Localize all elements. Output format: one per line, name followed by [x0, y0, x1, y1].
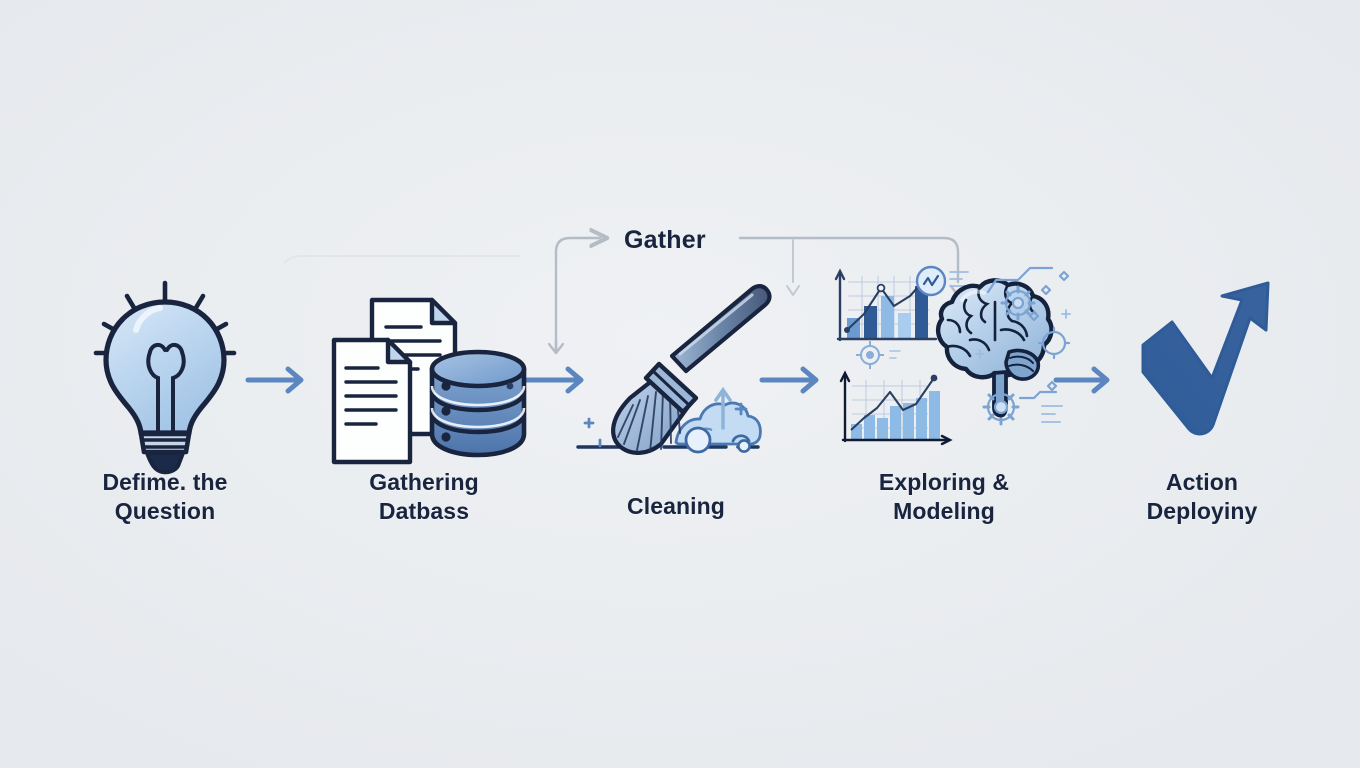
step-label-cleaning: Cleaning [627, 493, 725, 519]
gear-icon-bottom [982, 380, 1058, 426]
rising-arrow-check-icon [1141, 281, 1270, 436]
flow-arrows-group [245, 366, 1110, 394]
tech-decoration-icons [975, 266, 1071, 426]
gather-label: Gather [624, 226, 706, 254]
lightbulb-icon [93, 280, 237, 475]
arrow-4 [1053, 366, 1110, 394]
step-label-action-deploying: Action Deployiny [1146, 469, 1258, 524]
broom-icon [576, 284, 772, 455]
node-circle-icon [1037, 326, 1071, 360]
documents-database-icon [331, 297, 527, 465]
bottom-bar-chart [839, 370, 953, 446]
dust-cloud-icon [674, 401, 762, 454]
gear-icon-top [986, 266, 1070, 322]
step-label-exploring-modeling: Exploring & Modeling [878, 469, 1010, 524]
analytics-badge-icon [915, 265, 969, 297]
bottom-bar-chart-bars [851, 391, 940, 440]
step-label-define-question: Defime. the Question [102, 469, 228, 524]
arrow-3 [759, 366, 819, 394]
top-bar-chart [834, 265, 969, 369]
arrow-2 [522, 366, 584, 394]
database-icon [429, 349, 527, 458]
top-bar-chart-bars [847, 286, 928, 339]
target-icon [856, 341, 884, 369]
step-label-gathering-databass: Gathering Datbass [369, 469, 479, 524]
arrow-1 [245, 366, 304, 394]
